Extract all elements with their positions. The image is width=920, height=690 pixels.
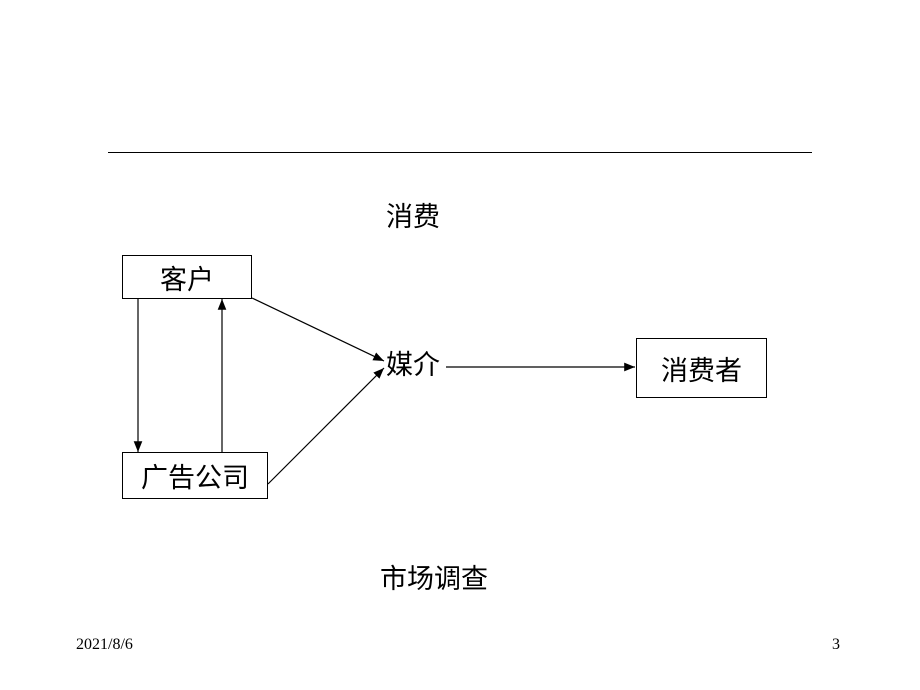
page-number: 3 bbox=[832, 636, 840, 653]
media-node: 媒介 bbox=[386, 350, 440, 381]
title-divider bbox=[108, 152, 812, 153]
market-research-label: 市场调查 bbox=[380, 564, 488, 595]
agency-node: 广告公司 bbox=[122, 452, 268, 499]
consumption-label: 消费 bbox=[386, 202, 440, 233]
arrow-agency-to-media bbox=[267, 367, 385, 485]
consumer-node: 消费者 bbox=[636, 338, 767, 398]
footer-date: 2021/8/6 bbox=[76, 636, 133, 653]
arrow-client-to-media bbox=[251, 297, 385, 362]
client-node: 客户 bbox=[122, 255, 252, 299]
